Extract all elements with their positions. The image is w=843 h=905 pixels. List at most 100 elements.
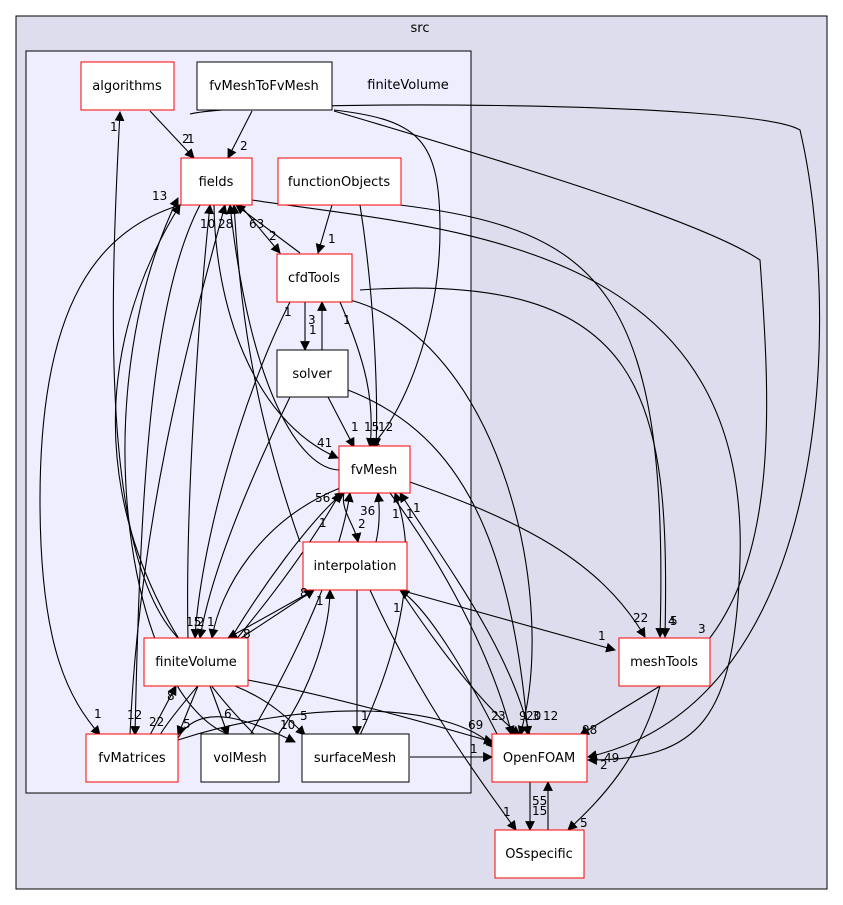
edge-label: 28 — [218, 217, 233, 231]
edge — [229, 491, 345, 641]
edge — [39, 204, 181, 736]
node-volMesh[interactable]: volMesh — [200, 733, 280, 783]
edge-label: 63 — [249, 217, 264, 231]
edge — [347, 389, 533, 736]
cluster-src-label: src — [411, 21, 430, 36]
edge-label: 1 — [598, 629, 606, 643]
edge — [149, 110, 195, 159]
edge-label: 5 — [670, 614, 678, 628]
node-fvMeshToFvMesh-label: fvMeshToFvMesh — [209, 79, 319, 94]
node-surfaceMesh[interactable]: surfaceMesh — [301, 733, 410, 783]
edges — [39, 104, 821, 831]
edge — [129, 204, 228, 736]
edge — [567, 685, 661, 831]
node-OSspecific-label: OSspecific — [505, 847, 573, 862]
edge-label: 1 — [351, 420, 359, 434]
node-solver[interactable]: solver — [276, 349, 349, 398]
edge-label: 12 — [378, 420, 393, 434]
edge-label: 2 — [269, 229, 277, 243]
edge — [177, 710, 496, 749]
edge-label: 3 — [308, 313, 316, 327]
edge — [359, 492, 407, 736]
node-fvMatrices[interactable]: fvMatrices — [85, 733, 179, 783]
edge-label: 8 — [167, 689, 175, 703]
edge-label: 2 — [491, 709, 499, 723]
edge-label: 12 — [543, 709, 558, 723]
node-fields-label: fields — [199, 175, 234, 190]
edge — [237, 589, 315, 641]
edge-label: 20 — [526, 709, 541, 723]
edge-label: 2 — [240, 139, 248, 153]
edge — [339, 301, 376, 448]
edge — [333, 109, 441, 448]
edge — [235, 204, 301, 254]
edge-label: 1 — [413, 501, 421, 515]
node-fvMeshToFvMesh[interactable]: fvMeshToFvMesh — [196, 61, 333, 111]
edge — [227, 589, 315, 639]
edge-label: 6 — [224, 707, 232, 721]
edge — [234, 685, 306, 736]
node-OpenFOAM[interactable]: OpenFOAM — [491, 733, 588, 783]
edge-label: 1 — [309, 323, 317, 337]
edge — [149, 685, 177, 736]
edge — [374, 492, 384, 543]
edge — [190, 301, 291, 639]
edge — [333, 110, 768, 651]
edge-label: 2 — [182, 132, 190, 146]
node-algorithms-label: algorithms — [92, 79, 162, 94]
edge-label: 49 — [604, 751, 619, 765]
edge — [399, 204, 666, 638]
node-fvMatrices-label: fvMatrices — [98, 751, 166, 766]
edge-label: 10 — [200, 217, 215, 231]
edge-label: 1 — [406, 507, 414, 521]
edge — [579, 685, 661, 736]
edge-label: 8 — [300, 586, 308, 600]
edge-label: 1 — [319, 516, 327, 530]
edge — [247, 679, 494, 745]
node-interpolation[interactable]: interpolation — [302, 541, 408, 591]
edge-label: 9 — [519, 709, 527, 723]
edge-label: 1 — [503, 805, 511, 819]
edge-label: 1 — [393, 601, 401, 615]
edge-label: 2 — [358, 517, 366, 531]
edge — [249, 492, 354, 736]
edge — [124, 197, 231, 736]
node-meshTools-label: meshTools — [630, 655, 698, 670]
edge-labels: 1 2 1 2 13 10 28 63 2 1 1 3 1 1 15 12 41… — [94, 120, 706, 830]
edge — [315, 204, 333, 254]
edge-label: 1 — [361, 709, 369, 723]
edge — [251, 199, 741, 765]
edge — [187, 204, 214, 639]
edge-label: 36 — [360, 504, 375, 518]
edge — [399, 589, 616, 653]
edge — [399, 589, 501, 741]
edge — [349, 299, 533, 736]
edge-label: 1 — [316, 594, 324, 608]
edge-label: 2 — [197, 615, 205, 629]
edge — [229, 204, 301, 543]
node-finiteVolume[interactable]: finiteVolume — [143, 637, 249, 687]
node-meshTools[interactable]: meshTools — [618, 637, 711, 687]
edge-label: 1 — [328, 232, 336, 246]
node-fields[interactable]: fields — [180, 157, 253, 206]
node-volMesh-label: volMesh — [213, 751, 267, 766]
node-cfdTools[interactable]: cfdTools — [276, 253, 353, 303]
edge-label: 1 — [110, 120, 118, 134]
node-cfdTools-label: cfdTools — [288, 271, 340, 286]
edge-label: 56 — [315, 491, 330, 505]
edge — [403, 479, 646, 638]
node-fvMesh-label: fvMesh — [351, 463, 398, 478]
cluster-finiteVolume-label: finiteVolume — [367, 78, 449, 93]
node-fvMesh[interactable]: fvMesh — [338, 445, 411, 494]
edge-label: 22 — [149, 715, 164, 729]
edge — [359, 204, 382, 448]
node-functionObjects[interactable]: functionObjects — [277, 157, 402, 206]
node-algorithms[interactable]: algorithms — [80, 61, 175, 111]
node-OSspecific[interactable]: OSspecific — [494, 829, 585, 879]
edge-label: 15 — [532, 804, 547, 818]
node-finiteVolume-label: finiteVolume — [155, 655, 237, 670]
edge-label: 1 — [284, 305, 292, 319]
edge-label: 5 — [580, 816, 588, 830]
edge — [189, 104, 821, 760]
